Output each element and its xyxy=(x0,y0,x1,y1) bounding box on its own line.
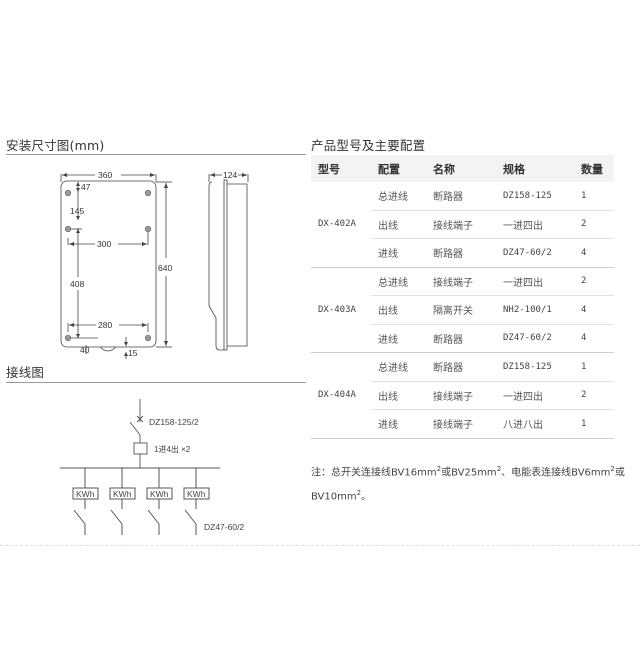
install-dimension-drawing: 360 640 47 145 300 408 280 40 15 124 xyxy=(60,170,249,359)
name-cell: 断路器 xyxy=(426,324,496,353)
wiring-title-rule xyxy=(6,382,306,383)
qty-cell: 4 xyxy=(574,295,614,325)
name-cell: 接线端子 xyxy=(426,210,496,239)
header-name: 名称 xyxy=(426,155,496,182)
note-text: 注：总开关连接线BV16mm xyxy=(311,467,437,479)
name-cell: 隔离开关 xyxy=(426,295,496,325)
table-row: 出线 隔离开关 NH2-100/1 4 xyxy=(311,295,614,325)
meter-label: KWh xyxy=(187,489,206,499)
wiring-diagram: DZ158-125/2 1进4出 ×2 KWh KWh KWh KWh DZ47… xyxy=(60,399,244,535)
superscript: 2 xyxy=(356,489,362,498)
table-row: 进线 断路器 DZ47-60/2 4 xyxy=(311,238,614,268)
spec-cell: DZ158-125 xyxy=(496,352,574,382)
superscript: 2 xyxy=(496,465,502,473)
side-view xyxy=(208,174,249,351)
note-text: 。 xyxy=(361,491,372,503)
config-cell: 出线 xyxy=(371,381,426,410)
spec-cell: 八进八出 xyxy=(496,409,574,439)
qty-cell: 4 xyxy=(574,238,614,268)
config-section-title: 产品型号及主要配置 xyxy=(311,138,426,153)
note-text: 或BV25mm xyxy=(441,467,497,479)
config-table: 型号 配置 名称 规格 数量 DX-402A 总进线 断路器 DZ158-125… xyxy=(311,155,614,439)
install-title-rule xyxy=(6,154,306,155)
meter-branch-1: KWh xyxy=(72,468,99,535)
spec-cell: DZ47-60/2 xyxy=(496,238,574,268)
note-text: 、电能表连接线BV6mm xyxy=(501,467,611,479)
qty-cell: 4 xyxy=(574,324,614,353)
dim-bottom-tab: 15 xyxy=(128,348,138,358)
header-model: 型号 xyxy=(311,155,371,182)
config-cell: 进线 xyxy=(371,409,426,439)
name-cell: 接线端子 xyxy=(426,409,496,439)
dim-lower-span: 280 xyxy=(98,320,112,330)
model-cell: DX-404A xyxy=(311,352,371,439)
qty-cell: 2 xyxy=(574,210,614,239)
config-cell: 总进线 xyxy=(371,182,426,211)
spec-cell: NH2-100/1 xyxy=(496,295,574,325)
table-header-row: 型号 配置 名称 规格 数量 xyxy=(311,155,614,182)
table-row: DX-404A 总进线 断路器 DZ158-125 1 xyxy=(311,352,614,439)
spec-cell: DZ47-60/2 xyxy=(496,324,574,353)
config-cell: 进线 xyxy=(371,324,426,353)
terminal-label: 1进4出 ×2 xyxy=(154,444,191,454)
spec-cell: 一进四出 xyxy=(496,381,574,410)
dim-height: 640 xyxy=(158,263,172,273)
qty-cell: 1 xyxy=(574,409,614,439)
table-row: 出线 接线端子 一进四出 2 xyxy=(311,381,614,410)
qty-cell: 2 xyxy=(574,381,614,410)
table-row: DX-403A 总进线 接线端子 一进四出 2 xyxy=(311,267,614,353)
name-cell: 断路器 xyxy=(426,238,496,268)
qty-cell: 1 xyxy=(574,352,614,382)
wiring-note: 注：总开关连接线BV16mm2或BV25mm2、电能表连接线BV6mm2或BV1… xyxy=(311,459,631,508)
meter-branch-4: KWh xyxy=(183,468,210,535)
config-cell: 进线 xyxy=(371,238,426,268)
dim-depth: 124 xyxy=(223,170,237,180)
spec-cell: 一进四出 xyxy=(496,210,574,239)
section-divider xyxy=(0,545,640,546)
dim-upper-span: 300 xyxy=(97,239,111,249)
dim-hole-gap-upper: 145 xyxy=(70,206,84,216)
table-row: 进线 接线端子 八进八出 1 xyxy=(311,409,614,439)
qty-cell: 2 xyxy=(574,267,614,296)
meter-label: KWh xyxy=(150,489,169,499)
meter-branch-2: KWh xyxy=(109,468,136,535)
meter-label: KWh xyxy=(76,489,95,499)
superscript: 2 xyxy=(610,465,615,473)
header-config: 配置 xyxy=(371,155,426,182)
name-cell: 接线端子 xyxy=(426,381,496,410)
config-cell: 总进线 xyxy=(371,352,426,382)
config-cell: 总进线 xyxy=(371,267,426,296)
spec-cell: DZ158-125 xyxy=(496,182,574,211)
note-text: 或BV10mm xyxy=(311,467,625,503)
table-row: 进线 断路器 DZ47-60/2 4 xyxy=(311,324,614,353)
dim-bottom-hole: 40 xyxy=(80,345,90,355)
qty-cell: 1 xyxy=(574,182,614,211)
name-cell: 接线端子 xyxy=(426,267,496,296)
install-section-title: 安装尺寸图(mm) xyxy=(6,138,105,153)
branch-breaker-label: DZ47-60/2 xyxy=(204,522,244,532)
dim-top-hole: 47 xyxy=(81,182,91,192)
header-spec: 规格 xyxy=(496,155,574,182)
spec-cell: 一进四出 xyxy=(496,267,574,296)
model-cell: DX-403A xyxy=(311,267,371,353)
meter-branch-3: KWh xyxy=(146,468,173,535)
name-cell: 断路器 xyxy=(426,182,496,211)
header-qty: 数量 xyxy=(574,155,614,182)
meter-label: KWh xyxy=(113,489,132,499)
dim-hole-gap-lower: 408 xyxy=(70,279,84,289)
name-cell: 断路器 xyxy=(426,352,496,382)
superscript: 2 xyxy=(436,465,442,473)
wiring-section-title: 接线图 xyxy=(6,365,45,380)
table-row: 出线 接线端子 一进四出 2 xyxy=(311,210,614,239)
table-row: DX-402A 总进线 断路器 DZ158-125 1 xyxy=(311,182,614,268)
model-cell: DX-402A xyxy=(311,182,371,268)
config-cell: 出线 xyxy=(371,210,426,239)
main-breaker-label: DZ158-125/2 xyxy=(149,417,199,427)
dim-width: 360 xyxy=(98,170,112,180)
config-cell: 出线 xyxy=(371,295,426,325)
